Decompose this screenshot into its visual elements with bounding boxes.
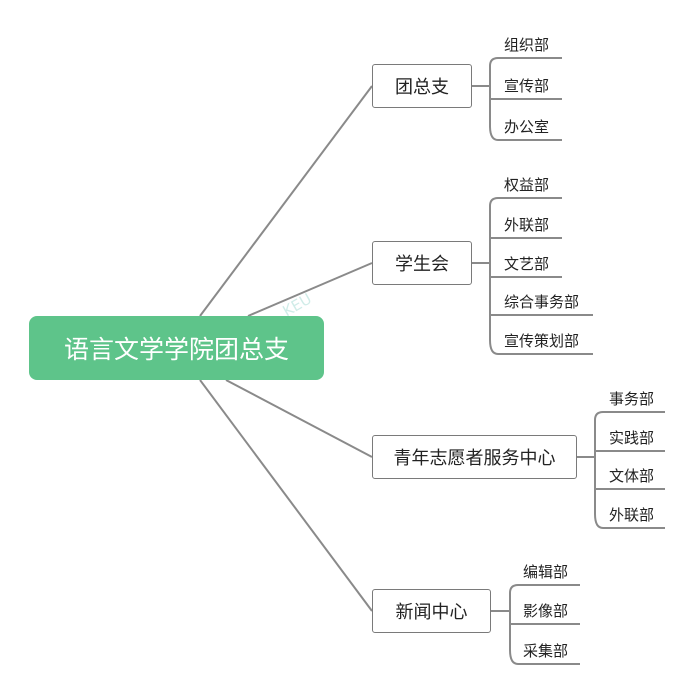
branch-node-volunteer-center: 青年志愿者服务中心 — [372, 435, 577, 479]
leaf-node: 文艺部 — [504, 255, 550, 273]
connector-root-branch-1 — [247, 262, 373, 317]
connector-root-branch-2 — [225, 379, 373, 458]
leaf-node: 综合事务部 — [504, 293, 580, 311]
branch-3-tree — [491, 584, 580, 665]
branch-node-news-center: 新闻中心 — [372, 589, 491, 633]
branch-node-tuanzongzhi: 团总支 — [372, 64, 472, 108]
leaf-node: 宣传部 — [504, 77, 550, 95]
leaf-node: 外联部 — [504, 216, 550, 234]
leaf-node: 采集部 — [523, 642, 569, 660]
leaf-node: 事务部 — [609, 390, 655, 408]
leaf-node: 外联部 — [609, 506, 655, 524]
connector-root-branch-3 — [199, 379, 373, 612]
root-node: 语言文学学院团总支 — [29, 316, 324, 380]
leaf-node: 办公室 — [504, 118, 550, 136]
branch-1-tree — [472, 197, 593, 355]
leaf-node: 编辑部 — [523, 563, 569, 581]
leaf-node: 文体部 — [609, 467, 655, 485]
leaf-node: 实践部 — [609, 429, 655, 447]
branch-2-tree — [577, 411, 665, 529]
leaf-node: 影像部 — [523, 602, 569, 620]
leaf-node: 宣传策划部 — [504, 332, 580, 350]
leaf-node: 组织部 — [504, 36, 550, 54]
branch-0-tree — [472, 57, 562, 141]
connector-root-branch-0 — [199, 85, 373, 317]
branch-node-xueshenghui: 学生会 — [372, 241, 472, 285]
leaf-node: 权益部 — [504, 176, 550, 194]
